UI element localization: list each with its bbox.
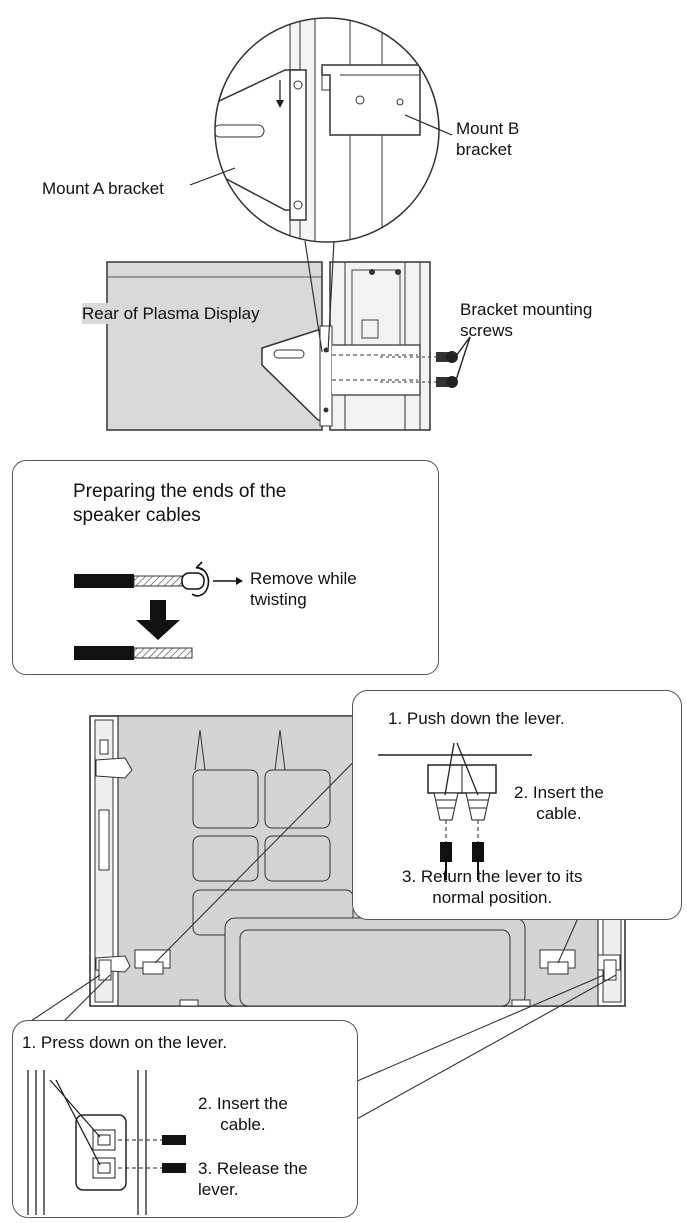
remove-twisting-label: Remove while twisting: [250, 569, 357, 609]
press-lever-step-3: 3. Release the lever.: [198, 1159, 308, 1199]
bracket-mounting-illustration: [106, 17, 471, 431]
push-lever-step-2: 2. Insert the cable.: [514, 783, 604, 823]
mount-a-label: Mount A bracket: [42, 179, 164, 198]
press-lever-step-2: 2. Insert the cable.: [198, 1094, 288, 1134]
rear-of-display-label: Rear of Plasma Display: [82, 303, 260, 324]
press-lever-step-1: 1. Press down on the lever.: [22, 1033, 228, 1052]
push-lever-callout: [352, 690, 682, 920]
zoom-detail-circle: [214, 17, 440, 353]
screws-icon: [380, 336, 471, 388]
push-lever-step-1: 1. Push down the lever.: [388, 709, 565, 728]
speaker-prep-title: Preparing the ends of the speaker cables: [73, 481, 287, 526]
bracket-screws-label: Bracket mounting screws: [460, 300, 593, 340]
push-lever-step-3: 3. Return the lever to its normal positi…: [402, 867, 583, 907]
mount-b-label: Mount B bracket: [456, 119, 520, 159]
speaker-cable-prep-box: [12, 460, 439, 675]
